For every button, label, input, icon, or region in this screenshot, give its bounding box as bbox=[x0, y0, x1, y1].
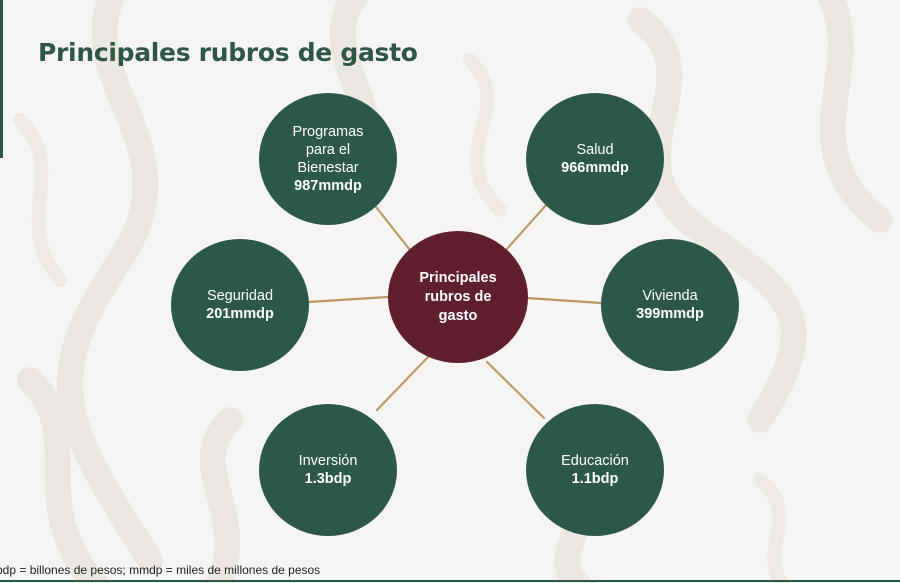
node-educacion: Educación 1.1bdp bbox=[526, 404, 664, 536]
node-vivienda: Vivienda 399mmdp bbox=[601, 239, 739, 371]
connector-salud bbox=[504, 202, 549, 252]
node-value: 1.1bdp bbox=[571, 471, 619, 487]
node-label: Educación bbox=[561, 453, 629, 469]
node-seguridad: Seguridad 201mmdp bbox=[171, 239, 309, 371]
node-label: Programas para el Bienestar bbox=[292, 124, 364, 176]
node-value: 1.3bdp bbox=[304, 471, 352, 487]
node-label: Seguridad bbox=[206, 288, 274, 304]
page-title: Principales rubros de gasto bbox=[38, 38, 418, 67]
center-node: Principales rubros de gasto bbox=[388, 231, 528, 363]
connector-inversion bbox=[375, 354, 431, 412]
node-label: Salud bbox=[576, 142, 614, 158]
node-inversion: Inversión 1.3bdp bbox=[259, 404, 397, 536]
node-value: 966mmdp bbox=[561, 160, 629, 176]
node-label: Vivienda bbox=[642, 288, 698, 304]
node-value: 399mmdp bbox=[636, 306, 704, 322]
connector-programas bbox=[374, 205, 412, 252]
node-label: Inversión bbox=[298, 453, 358, 469]
bottom-rule bbox=[0, 580, 900, 582]
node-value: 201mmdp bbox=[206, 306, 274, 322]
connector-seguridad bbox=[306, 295, 390, 304]
connector-educacion bbox=[485, 360, 546, 420]
node-salud: Salud 966mmdp bbox=[526, 93, 664, 225]
left-accent-bar bbox=[0, 0, 3, 158]
node-programas-bienestar: Programas para el Bienestar 987mmdp bbox=[259, 93, 397, 225]
footnote: bdp = billones de pesos; mmdp = miles de… bbox=[0, 563, 321, 577]
connector-vivienda bbox=[525, 296, 603, 305]
node-value: 987mmdp bbox=[294, 178, 362, 194]
